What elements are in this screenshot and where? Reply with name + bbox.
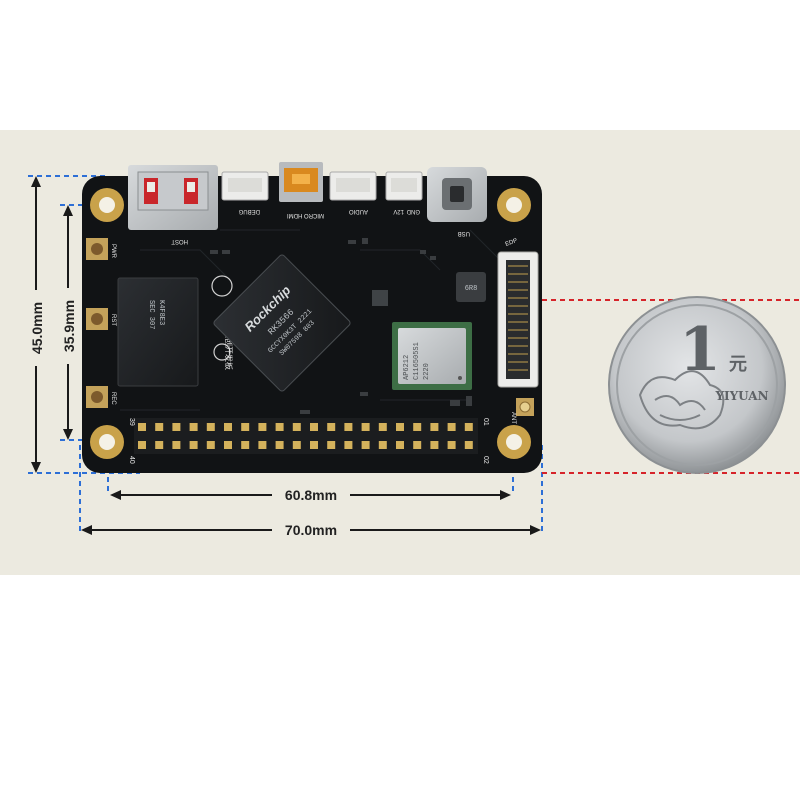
gpio-pin	[155, 441, 164, 449]
usb-label: USB	[458, 230, 470, 236]
gpio-pin	[327, 423, 336, 431]
audio-connector	[329, 171, 377, 201]
micro-hdmi-label: MICRO HDMI	[287, 212, 324, 218]
12v-label: 12V	[393, 208, 404, 214]
gpio-pin	[464, 441, 473, 449]
gpio-pin	[275, 423, 284, 431]
gpio-pin	[396, 423, 404, 431]
usb-c-port	[427, 167, 487, 222]
gpio-pin	[292, 441, 301, 449]
wifi-module	[392, 322, 472, 390]
gpio-pin	[310, 423, 318, 431]
ant-label: ANT	[510, 412, 516, 424]
gpio-pin	[172, 423, 181, 431]
gnd-label: GND	[406, 208, 420, 214]
gpio-pin	[344, 423, 353, 431]
gpio-pin	[224, 423, 232, 431]
gpio-pin	[206, 441, 215, 449]
coin-denomination: 1	[679, 315, 721, 385]
gpio-pin	[344, 441, 353, 449]
gpio-pin	[310, 441, 318, 449]
gpio-pin	[258, 423, 267, 431]
gpio-pin	[172, 441, 181, 449]
gpio-pin	[241, 441, 250, 449]
wifi-line-3: 2220	[423, 363, 431, 380]
inductor	[456, 272, 486, 302]
host-label: HOST	[171, 238, 188, 244]
pin-label-39: 39	[128, 418, 135, 426]
height-inner-label: 35.9mm	[61, 300, 77, 352]
gpio-pin	[224, 441, 232, 449]
inductor-label: 6R8	[465, 285, 478, 293]
gpio-pin	[258, 441, 267, 449]
antenna-connector	[516, 398, 534, 416]
wifi-line-1: AP6212	[403, 355, 411, 380]
svg-text:SEC 307: SEC 307	[147, 300, 155, 329]
rst-label: RST	[110, 314, 116, 326]
gpio-pin	[189, 441, 198, 449]
gpio-pin	[155, 423, 164, 431]
gpio-pin	[378, 441, 387, 449]
svg-text:K4F8E3: K4F8E3	[157, 300, 165, 325]
memory-chip: SEC 307 K4F8E3	[117, 277, 199, 387]
width-inner-label: 60.8mm	[285, 487, 337, 503]
gpio-pin	[430, 441, 439, 449]
debug-label: DEBUG	[238, 208, 260, 214]
gpio-pin	[447, 441, 456, 449]
pwr-label: PWR	[110, 244, 116, 259]
gpio-header	[134, 418, 478, 454]
buttons	[86, 238, 108, 408]
gpio-pin	[241, 423, 250, 431]
power-connector	[385, 171, 423, 201]
debug-connector	[221, 171, 269, 201]
coin-text: YIYUAN	[714, 389, 768, 403]
gpio-pin	[292, 423, 301, 431]
gpio-pin	[413, 441, 422, 449]
gpio-pin	[138, 441, 146, 449]
logo-text: 立创开发板	[224, 330, 234, 370]
lceda-logo	[211, 275, 233, 361]
pin-label-40: 40	[128, 456, 135, 464]
audio-label: AUDIO	[349, 208, 368, 214]
gpio-pin	[447, 423, 456, 431]
gpio-pin	[189, 423, 198, 431]
edp-connector	[497, 251, 539, 388]
gpio-pin	[275, 441, 284, 449]
gpio-pin	[327, 441, 336, 449]
gpio-pin	[206, 423, 215, 431]
pcb-board: HOST DEBUG MICRO HDMI AUDIO 12V GN	[82, 162, 542, 473]
usb-host-port	[128, 165, 218, 230]
gpio-pin	[361, 423, 370, 431]
gpio-pin	[396, 441, 404, 449]
width-outer-label: 70.0mm	[285, 522, 337, 538]
gpio-pin	[138, 423, 146, 431]
mounting-holes	[90, 188, 531, 459]
height-outer-label: 45.0mm	[29, 302, 45, 354]
gpio-pin	[464, 423, 473, 431]
rec-label: REC	[110, 392, 116, 405]
gpio-pin	[378, 423, 387, 431]
rockchip-soc	[213, 254, 351, 392]
peony-relief	[638, 370, 725, 430]
one-yuan-coin	[608, 296, 786, 474]
pin-label-02: 02	[482, 456, 489, 464]
gpio-pin	[430, 423, 439, 431]
gpio-pin	[361, 441, 370, 449]
gpio-pin	[413, 423, 422, 431]
edp-label: EDP	[505, 238, 519, 248]
micro-hdmi-port	[279, 162, 323, 202]
pin-label-01: 01	[482, 418, 489, 426]
wifi-line-2: C116505S1	[413, 342, 421, 380]
gpio-base	[134, 418, 478, 454]
coin-unit: 元	[729, 354, 747, 375]
